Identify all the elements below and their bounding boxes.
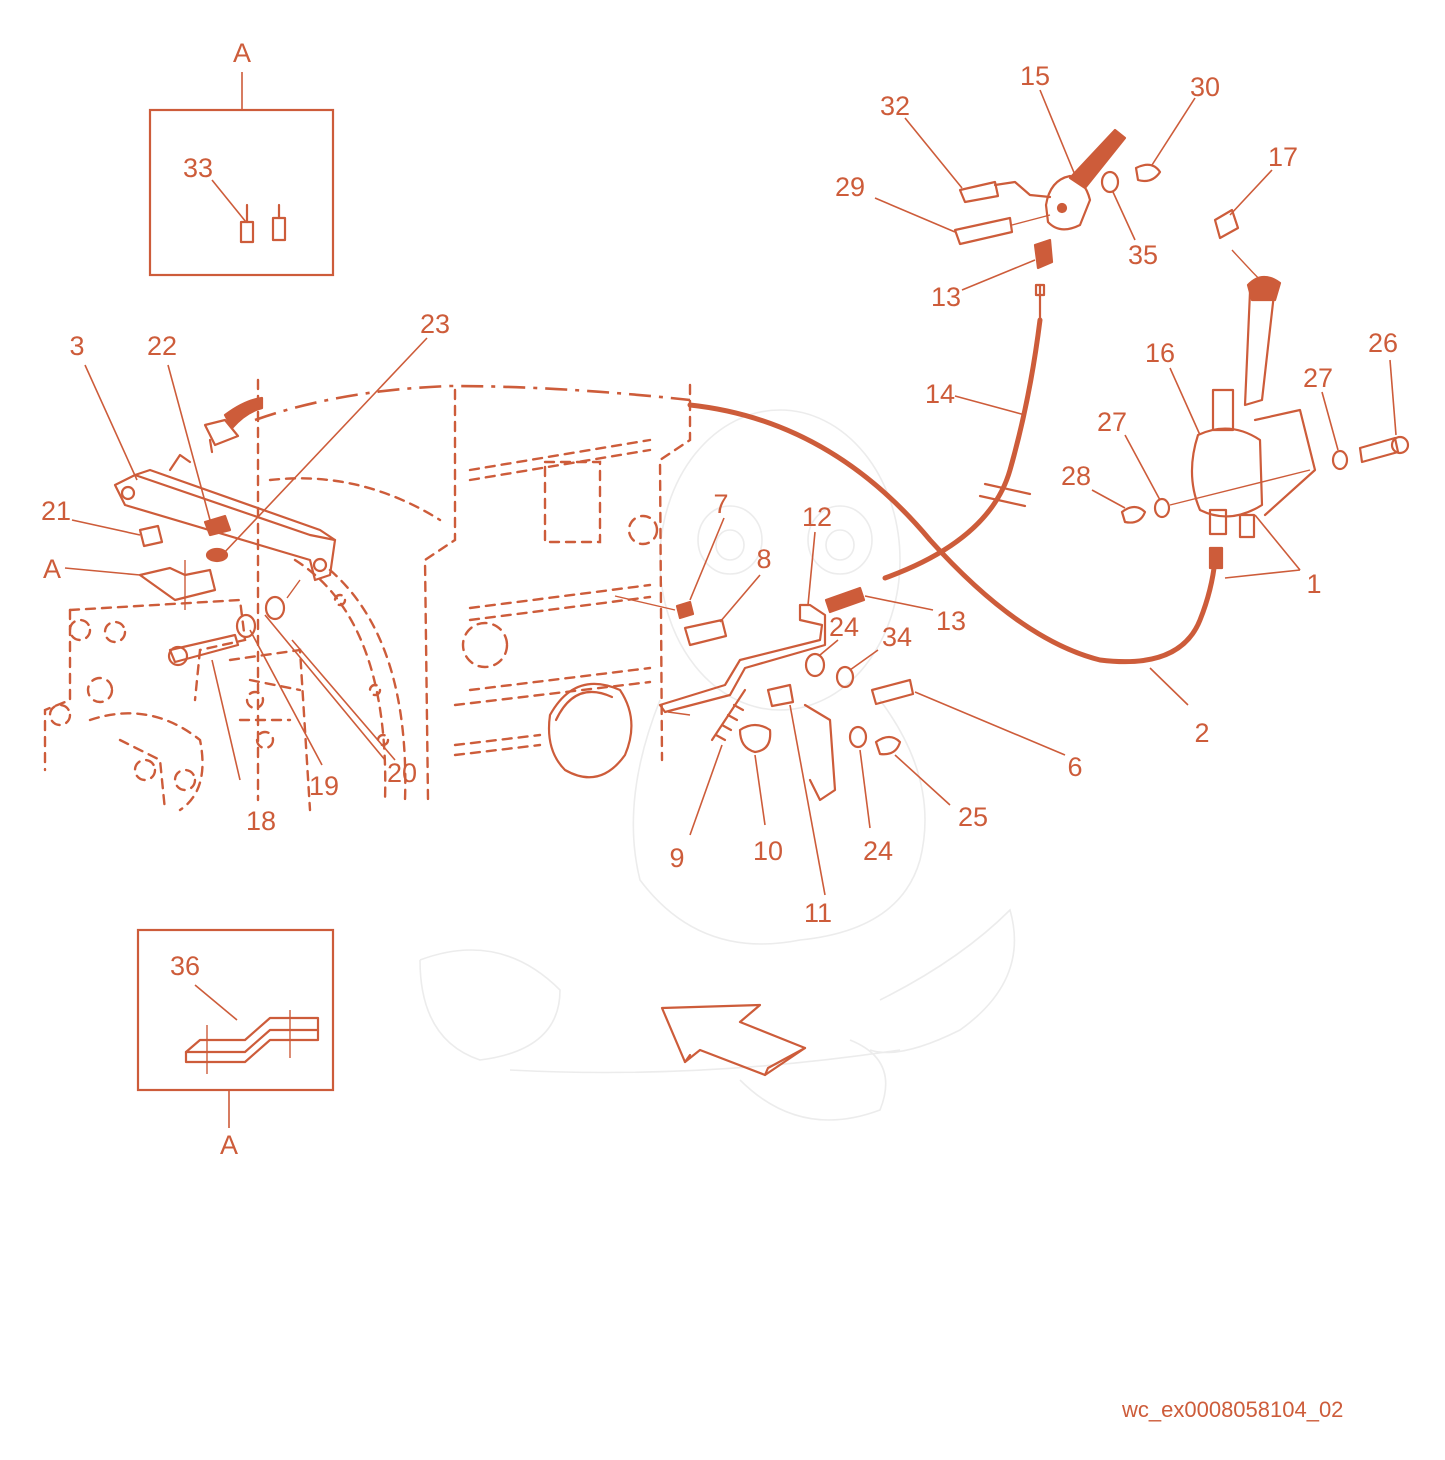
bolt-29	[953, 216, 1014, 246]
callout-27-right: 27	[1303, 363, 1333, 393]
nut-30	[1134, 163, 1162, 183]
washer-27-left	[1153, 497, 1171, 519]
bolt-6	[870, 678, 915, 706]
washer-27-right	[1331, 449, 1349, 471]
washer-34	[835, 665, 855, 689]
callout-25: 25	[958, 802, 988, 832]
bushing-10	[738, 723, 772, 754]
washer-24-top	[804, 652, 826, 678]
callout-11: 11	[804, 898, 832, 928]
bolt-33-b	[271, 216, 287, 242]
callout-2: 2	[1194, 718, 1209, 748]
linkage-assembly	[614, 586, 915, 802]
callout-23: 23	[420, 309, 450, 339]
nut-28	[1120, 505, 1147, 524]
part-11	[766, 683, 795, 708]
bracket-a-part	[138, 566, 217, 602]
callout-26: 26	[1368, 328, 1398, 358]
cable-14	[882, 317, 1043, 581]
callout-34: 34	[882, 622, 912, 652]
detail-label-a-top: A	[233, 38, 251, 68]
cable-2	[687, 402, 1218, 665]
callout-17: 17	[1268, 142, 1298, 172]
callout-13-top: 13	[931, 282, 961, 312]
callout-8: 8	[756, 544, 771, 574]
callout-28: 28	[1061, 461, 1091, 491]
bolt-33-a	[239, 220, 255, 244]
callout-3: 3	[69, 331, 84, 361]
callout-27-left: 27	[1097, 407, 1127, 437]
callout-13-mid: 13	[936, 606, 966, 636]
callout-20: 20	[387, 758, 417, 788]
callout-24-top: 24	[829, 612, 859, 642]
arm-11	[803, 703, 837, 802]
bolt-32	[958, 180, 1000, 204]
machine-housing	[254, 378, 692, 802]
drawing-id: wc_ex0008058104_02	[1122, 1397, 1344, 1422]
engine-block	[43, 598, 312, 812]
detail-label-a-left: A	[43, 554, 61, 584]
nut-13-top	[1033, 238, 1054, 270]
detail-a-top: A	[148, 38, 335, 277]
throttle-lever-grip	[203, 396, 264, 454]
callout-18: 18	[246, 806, 276, 836]
hand-lever-assembly	[953, 128, 1162, 270]
detail-label-a-bottom: A	[220, 1130, 238, 1160]
small-parts-left	[138, 514, 301, 667]
callout-7: 7	[713, 489, 728, 519]
callout-15: 15	[1020, 61, 1050, 91]
callout-10: 10	[753, 836, 783, 866]
callout-30: 30	[1190, 72, 1220, 102]
washer-24-bottom	[848, 725, 868, 749]
callout-16: 16	[1145, 338, 1175, 368]
washer-19	[235, 613, 257, 639]
nut-13-mid	[824, 586, 866, 614]
callout-36: 36	[170, 951, 200, 981]
shift-lever-16	[1243, 283, 1277, 407]
bolt-18	[168, 633, 240, 664]
watermark-illustration	[419, 409, 1016, 1121]
callout-12: 12	[802, 502, 832, 532]
nut-20	[264, 595, 286, 621]
callout-9: 9	[669, 843, 684, 873]
bracket-3	[113, 453, 337, 582]
callout-6: 6	[1067, 752, 1082, 782]
leader-lines	[64, 89, 1397, 1021]
callout-19: 19	[309, 771, 339, 801]
clip-7	[675, 600, 695, 620]
callout-33: 33	[183, 153, 213, 183]
bracket-36	[184, 1016, 320, 1054]
detail-a-bottom: A	[136, 928, 335, 1160]
callout-29: 29	[835, 172, 865, 202]
callout-24-bottom: 24	[863, 836, 893, 866]
callout-14: 14	[925, 379, 955, 409]
callout-35: 35	[1128, 240, 1158, 270]
control-unit-16	[1120, 208, 1410, 539]
cables	[687, 283, 1224, 665]
callout-1: 1	[1306, 569, 1321, 599]
nut-25	[874, 735, 902, 756]
clip-17	[1213, 208, 1240, 240]
callout-21: 21	[41, 496, 71, 526]
callout-32: 32	[880, 91, 910, 121]
callout-labels: 1 2 3 6 7 8 9 10 11 12 13 13 14 15 16 17…	[41, 61, 1398, 981]
washer-35	[1100, 170, 1120, 194]
lever-12	[658, 603, 827, 714]
callout-22: 22	[147, 331, 177, 361]
plate-8	[683, 618, 728, 647]
